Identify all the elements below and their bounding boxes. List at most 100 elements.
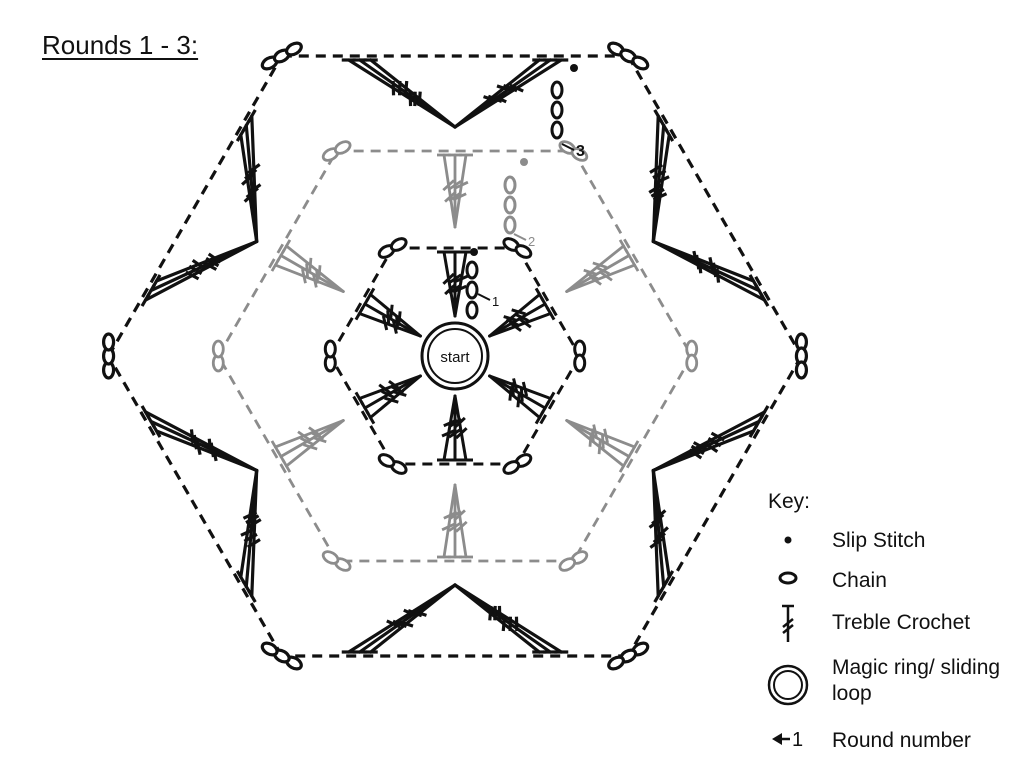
treble-top-bar xyxy=(365,287,376,302)
treble-slash xyxy=(492,94,507,104)
treble-slash xyxy=(381,315,389,331)
treble-slash xyxy=(599,270,613,282)
chain-stitch xyxy=(550,120,564,140)
key-label-round-number: Round number xyxy=(832,729,971,752)
treble-stitch xyxy=(565,254,631,293)
treble-stitch xyxy=(488,302,547,338)
treble-slash xyxy=(697,258,703,274)
round-number-label: 1 xyxy=(492,294,499,309)
treble-slash xyxy=(592,261,607,269)
treble-top-bar xyxy=(151,274,162,288)
treble-slash xyxy=(704,442,719,454)
treble-slash xyxy=(448,521,462,532)
chain-stitch xyxy=(570,147,589,162)
chain-stitch xyxy=(558,557,577,572)
treble-slash xyxy=(603,428,609,444)
treble-top-bar xyxy=(235,570,246,584)
treble-slash xyxy=(454,180,469,190)
treble-slash xyxy=(317,265,322,280)
treble-slash xyxy=(378,383,392,395)
treble-stitch xyxy=(651,468,660,598)
treble-stitch xyxy=(453,58,563,129)
magic-ring-icon xyxy=(767,664,809,706)
treble-slash xyxy=(595,266,610,276)
magic-ring-inner xyxy=(427,328,483,384)
treble-top-bar xyxy=(664,128,675,142)
key-item-round-number: 1 Round number xyxy=(760,722,1022,762)
round-outline xyxy=(107,355,284,657)
treble-slash xyxy=(441,428,456,438)
chain-stitch xyxy=(465,280,479,300)
treble-top-bar xyxy=(140,405,151,419)
treble-slash xyxy=(648,517,663,529)
treble-slash xyxy=(191,258,206,270)
key-item-slip-stitch: Slip Stitch xyxy=(760,522,1022,562)
treble-slash xyxy=(301,268,307,284)
round-number-icon: 1 xyxy=(772,729,803,751)
treble-slash xyxy=(441,522,456,532)
treble-slash xyxy=(381,390,396,400)
treble-stitch xyxy=(442,394,457,462)
treble-slash xyxy=(443,418,458,428)
round-outline xyxy=(217,355,338,562)
treble-stitch xyxy=(250,114,259,244)
treble-stitch xyxy=(143,410,259,473)
treble-stitch xyxy=(651,239,767,302)
treble-slash xyxy=(442,272,455,285)
chain-stitch xyxy=(573,353,587,373)
treble-slash xyxy=(247,163,261,175)
round-arrow xyxy=(561,143,575,151)
treble-top-bar xyxy=(545,306,556,321)
treble-stitch xyxy=(565,419,625,468)
treble-stitch xyxy=(274,419,345,449)
treble-slash xyxy=(207,438,213,454)
key-label-treble-crochet: Treble Crochet xyxy=(832,611,971,634)
treble-stitch xyxy=(368,292,422,338)
treble-slash xyxy=(652,192,668,202)
chain-stitch xyxy=(607,655,626,671)
treble-stitch xyxy=(363,302,422,338)
round-outline xyxy=(516,247,582,357)
treble-slash xyxy=(300,436,315,446)
treble-slash xyxy=(384,396,399,404)
treble-slash xyxy=(308,426,322,437)
treble-stitch xyxy=(368,374,422,420)
treble-stitch xyxy=(488,374,542,420)
treble-slash xyxy=(649,537,663,549)
treble-slash xyxy=(597,439,602,455)
treble-slash xyxy=(501,616,507,632)
treble-slash xyxy=(240,527,255,537)
treble-slash xyxy=(297,430,311,442)
round-outline xyxy=(572,150,693,357)
treble-stitch xyxy=(357,374,422,400)
treble-slash xyxy=(242,510,258,520)
treble-stitch xyxy=(369,58,457,129)
treble-top-bar xyxy=(759,293,770,307)
chain-stitch xyxy=(377,453,396,468)
treble-top-bar xyxy=(629,258,640,272)
chain-stitch xyxy=(514,244,533,259)
magic-ring-outer xyxy=(420,321,490,391)
treble-stitch xyxy=(453,153,468,229)
round-outline xyxy=(328,355,394,465)
treble-slash xyxy=(508,321,522,333)
treble-slash xyxy=(508,386,513,401)
round-outline xyxy=(516,355,582,465)
treble-top-bar xyxy=(281,239,292,253)
treble-stitch xyxy=(154,239,259,283)
chain-stitch xyxy=(333,140,352,155)
treble-slash xyxy=(521,381,529,397)
chain-stitch xyxy=(550,100,564,120)
treble-slash xyxy=(688,448,703,460)
round-markers: 123 xyxy=(465,64,585,320)
treble-stitch xyxy=(442,153,457,229)
treble-top-bar xyxy=(270,440,281,454)
round-outline xyxy=(107,55,284,357)
slip-stitch-icon xyxy=(784,536,792,544)
treble-stitch xyxy=(488,374,547,410)
treble-top-bar xyxy=(653,589,664,603)
treble-stitch xyxy=(274,263,345,293)
treble-top-bar xyxy=(354,391,365,406)
chain-stitch xyxy=(465,300,479,320)
round-outline xyxy=(626,355,803,657)
